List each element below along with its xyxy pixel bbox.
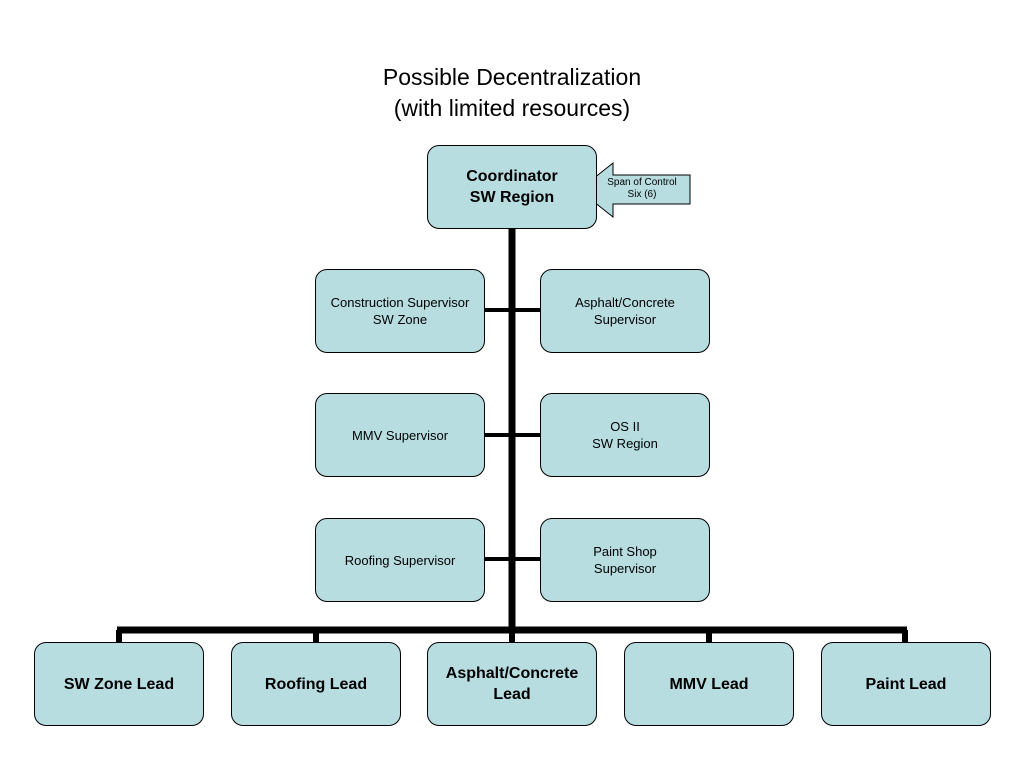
paint-supervisor-line-1: Paint Shop: [593, 544, 657, 559]
roofing-lead-label: Roofing Lead: [264, 675, 368, 693]
asphalt-supervisor-line-1: Asphalt/Concrete: [575, 295, 675, 310]
roofing-supervisor-line-1: Roofing Supervisor: [344, 552, 456, 568]
paint-supervisor-line-2: Supervisor: [593, 561, 657, 576]
mmv-supervisor-line-1: MMV Supervisor: [351, 427, 449, 443]
mmv-supervisor-box: MMV Supervisor: [315, 393, 485, 477]
callout-line-2: Six (6): [627, 189, 657, 200]
callout-line-1: Span of Control: [607, 177, 677, 188]
os-ii-box: OS II SW Region: [540, 393, 710, 477]
roofing-supervisor-box: Roofing Supervisor: [315, 518, 485, 602]
construction-supervisor-line-1: Construction Supervisor: [330, 295, 470, 310]
asphalt-lead-line-2: Lead: [493, 686, 531, 703]
construction-supervisor-line-2: SW Zone: [372, 312, 428, 327]
coordinator-title: Coordinator: [466, 168, 558, 185]
slide-title: Possible Decentralization (with limited …: [0, 62, 1024, 124]
asphalt-concrete-supervisor-box: Asphalt/Concrete Supervisor: [540, 269, 710, 353]
title-line-1: Possible Decentralization: [382, 64, 642, 90]
mmv-lead-box: MMV Lead: [624, 642, 794, 726]
os-ii-line-1: OS II: [610, 419, 640, 434]
title-line-2: (with limited resources): [393, 95, 631, 121]
mmv-lead-label: MMV Lead: [669, 675, 749, 693]
roofing-lead-box: Roofing Lead: [231, 642, 401, 726]
os-ii-line-2: SW Region: [592, 436, 658, 451]
asphalt-supervisor-line-2: Supervisor: [593, 312, 657, 327]
paint-shop-supervisor-box: Paint Shop Supervisor: [540, 518, 710, 602]
coordinator-region: SW Region: [469, 189, 555, 206]
asphalt-concrete-lead-box: Asphalt/Concrete Lead: [427, 642, 597, 726]
construction-supervisor-box: Construction Supervisor SW Zone: [315, 269, 485, 353]
paint-lead-box: Paint Lead: [821, 642, 991, 726]
span-of-control-callout: Span of Control Six (6): [598, 177, 686, 201]
paint-lead-label: Paint Lead: [865, 675, 947, 693]
coordinator-box: Coordinator SW Region: [427, 145, 597, 229]
sw-zone-lead-box: SW Zone Lead: [34, 642, 204, 726]
span-of-control-arrow: [578, 161, 691, 219]
asphalt-lead-line-1: Asphalt/Concrete: [445, 665, 579, 682]
sw-zone-lead-label: SW Zone Lead: [63, 675, 175, 693]
